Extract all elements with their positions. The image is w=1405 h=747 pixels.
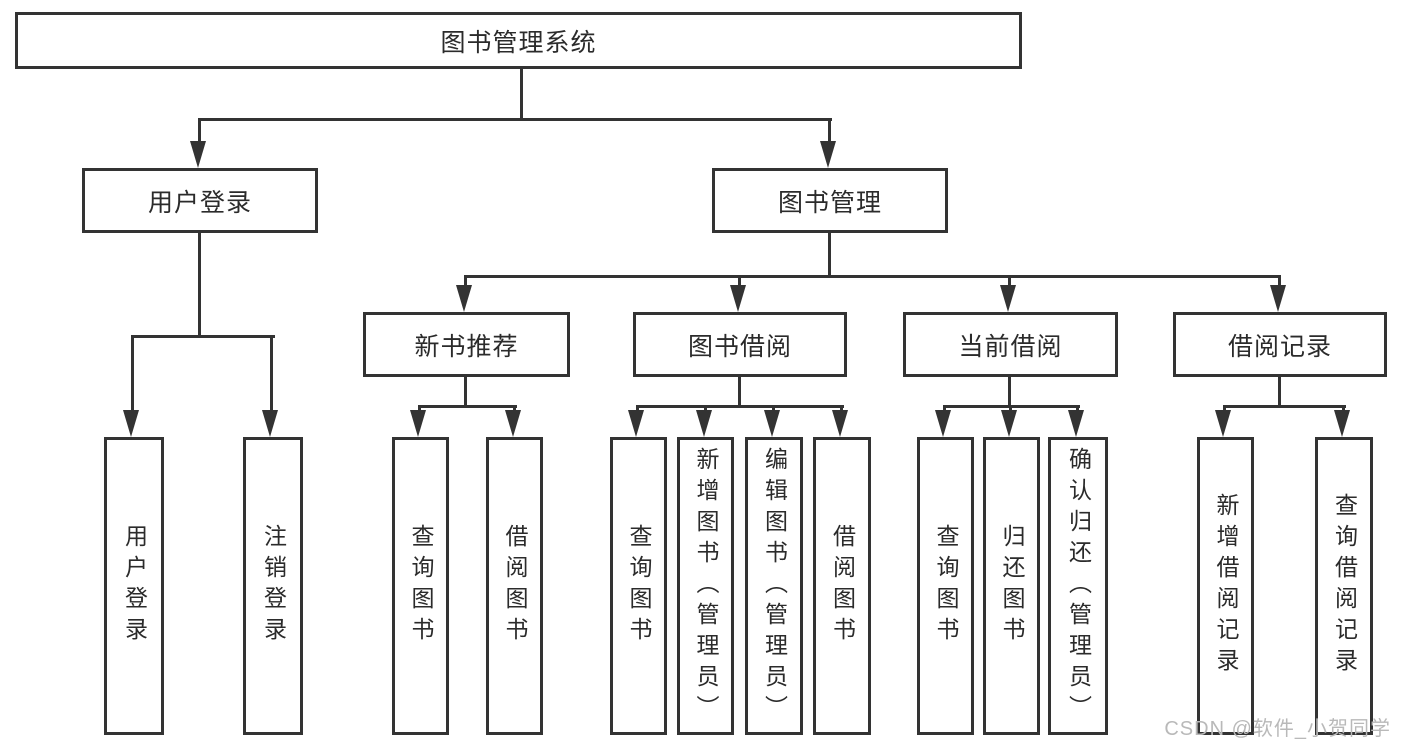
- leaf-recommend-borrow-books: 借阅图书: [486, 437, 543, 735]
- node-label: 图书借阅: [687, 332, 792, 361]
- leaf-user-login: 用户登录: [104, 437, 164, 735]
- leaf-confirm-return-admin: 确认归还（管理员）: [1048, 437, 1108, 735]
- node-label: 新增图书（管理员）: [693, 446, 719, 726]
- arrowhead-down-icon: [820, 141, 836, 168]
- node-label: 图书管理系统: [440, 28, 597, 57]
- arrowhead-down-icon: [1001, 410, 1017, 437]
- connector-line-vertical: [520, 69, 523, 119]
- connector-line-vertical: [828, 118, 831, 146]
- arrowhead-down-icon: [123, 410, 139, 437]
- connector-line-vertical: [1278, 275, 1281, 290]
- connector-line-vertical: [198, 118, 201, 146]
- node-label: 新书推荐: [414, 332, 519, 361]
- node-label: 查询图书: [626, 524, 652, 648]
- node-label: 查询图书: [408, 524, 434, 648]
- node-current-borrow: 当前借阅: [903, 312, 1118, 377]
- node-label: 确认归还（管理员）: [1065, 446, 1092, 726]
- leaf-query-borrow-record: 查询借阅记录: [1315, 437, 1373, 735]
- arrowhead-down-icon: [505, 410, 521, 437]
- connector-line-vertical: [464, 275, 467, 290]
- node-borrow-records: 借阅记录: [1173, 312, 1387, 377]
- node-book-borrow: 图书借阅: [633, 312, 847, 377]
- leaf-recommend-query-books: 查询图书: [392, 437, 449, 735]
- leaf-borrow-books: 借阅图书: [813, 437, 871, 735]
- arrowhead-down-icon: [1334, 410, 1350, 437]
- leaf-edit-books-admin: 编辑图书（管理员）: [745, 437, 803, 735]
- node-label: 新增借阅记录: [1213, 493, 1239, 679]
- connector-line-vertical: [1008, 275, 1011, 290]
- leaf-return-books: 归还图书: [983, 437, 1040, 735]
- connector-line-horizontal: [419, 405, 517, 408]
- connector-line-horizontal: [464, 275, 1281, 278]
- node-book-management: 图书管理: [712, 168, 948, 233]
- node-label: 用户登录: [147, 188, 252, 217]
- arrowhead-down-icon: [764, 410, 780, 437]
- arrowhead-down-icon: [1068, 410, 1084, 437]
- node-label: 借阅图书: [502, 524, 528, 648]
- connector-line-vertical: [131, 335, 134, 415]
- node-new-book-recommend: 新书推荐: [363, 312, 570, 377]
- arrowhead-down-icon: [262, 410, 278, 437]
- arrowhead-down-icon: [730, 285, 746, 312]
- arrowhead-down-icon: [696, 410, 712, 437]
- connector-line-vertical: [828, 233, 831, 275]
- arrowhead-down-icon: [190, 141, 206, 168]
- connector-line-vertical: [198, 233, 201, 335]
- arrowhead-down-icon: [456, 285, 472, 312]
- node-label: 图书管理: [777, 188, 882, 217]
- node-label: 当前借阅: [958, 332, 1063, 361]
- node-label: 编辑图书（管理员）: [761, 446, 788, 726]
- node-label: 查询借阅记录: [1331, 493, 1358, 679]
- connector-line-horizontal: [198, 118, 832, 121]
- connector-line-vertical: [464, 377, 467, 405]
- connector-line-vertical: [270, 335, 273, 415]
- leaf-borrow-query-books: 查询图书: [610, 437, 667, 735]
- node-label: 注销登录: [260, 524, 287, 648]
- node-label: 查询图书: [933, 524, 959, 648]
- arrowhead-down-icon: [935, 410, 951, 437]
- leaf-logout: 注销登录: [243, 437, 303, 735]
- connector-line-vertical: [738, 275, 741, 290]
- node-user-login: 用户登录: [82, 168, 318, 233]
- connector-line-horizontal: [636, 405, 844, 408]
- leaf-add-borrow-record: 新增借阅记录: [1197, 437, 1254, 735]
- arrowhead-down-icon: [832, 410, 848, 437]
- node-root-library-system: 图书管理系统: [15, 12, 1022, 69]
- node-label: 借阅记录: [1227, 332, 1332, 361]
- arrowhead-down-icon: [628, 410, 644, 437]
- watermark: CSDN @软件_小贺同学: [1164, 718, 1391, 740]
- node-label: 归还图书: [999, 524, 1025, 648]
- connector-line-vertical: [1278, 377, 1281, 405]
- node-label: 借阅图书: [829, 524, 856, 648]
- arrowhead-down-icon: [1270, 285, 1286, 312]
- connector-line-vertical: [1008, 377, 1011, 405]
- node-label: 用户登录: [121, 524, 148, 648]
- connector-line-vertical: [738, 377, 741, 405]
- arrowhead-down-icon: [410, 410, 426, 437]
- arrowhead-down-icon: [1215, 410, 1231, 437]
- leaf-add-books-admin: 新增图书（管理员）: [677, 437, 734, 735]
- connector-line-horizontal: [132, 335, 275, 338]
- arrowhead-down-icon: [1000, 285, 1016, 312]
- connector-line-horizontal: [1223, 405, 1346, 408]
- leaf-current-query-books: 查询图书: [917, 437, 974, 735]
